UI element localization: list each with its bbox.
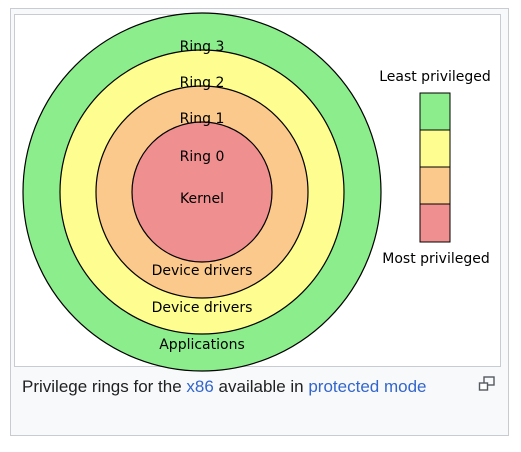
caption-text-1: Privilege rings for the <box>22 377 187 396</box>
figure-caption: Privilege rings for the x86 available in… <box>22 374 472 400</box>
legend-least-privileged: Least privileged <box>379 69 491 85</box>
legend-swatch-ring-2 <box>419 129 451 168</box>
ring-0-title: Ring 0 <box>180 149 225 165</box>
legend-swatch-ring-3 <box>419 92 451 131</box>
protected-mode-link[interactable]: protected mode <box>308 377 427 396</box>
ring-2-title: Ring 2 <box>180 75 225 91</box>
legend-swatch-ring-0 <box>419 203 451 243</box>
ring-1-title: Ring 1 <box>180 111 225 127</box>
x86-link[interactable]: x86 <box>186 377 214 396</box>
caption-text-2: available in <box>213 377 309 396</box>
legend-most-privileged: Most privileged <box>382 251 489 267</box>
ring-3-bottom-label: Applications <box>159 337 245 353</box>
magnify-icon[interactable] <box>478 376 496 392</box>
ring-3-title: Ring 3 <box>180 39 225 55</box>
ring-1-bottom-label: Device drivers <box>152 263 253 279</box>
kernel-label: Kernel <box>180 191 224 207</box>
legend-swatch-ring-1 <box>419 166 451 205</box>
ring-0-circle <box>131 121 273 263</box>
ring-2-bottom-label: Device drivers <box>152 300 253 316</box>
